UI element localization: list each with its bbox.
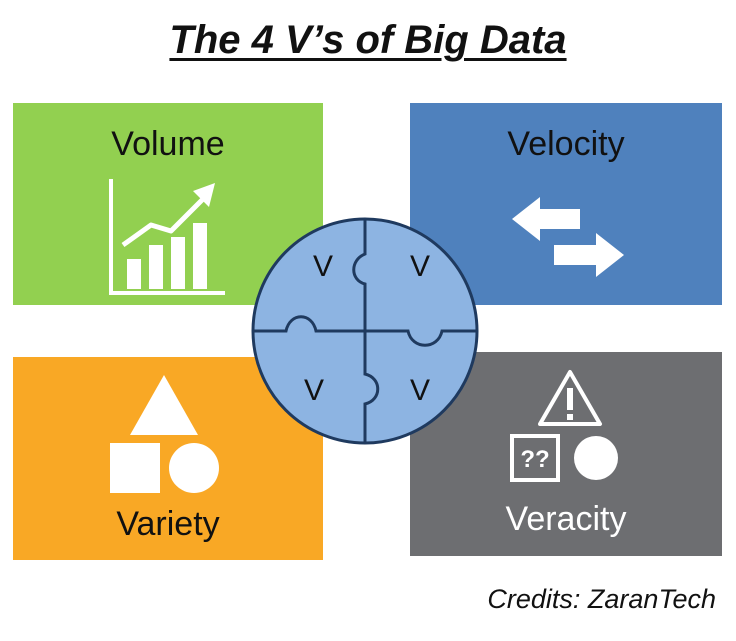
puzzle-piece-2: V	[410, 250, 430, 283]
circle-shape	[169, 443, 219, 493]
question-box-text: ??	[520, 446, 549, 473]
tile-variety-label: Variety	[116, 505, 220, 543]
growth-bar-chart-icon	[109, 179, 225, 295]
page-title: The 4 V’s of Big Data	[169, 18, 567, 62]
veracity-circle	[574, 436, 618, 480]
warning-question-icon: ??	[510, 370, 618, 482]
tile-velocity-label: Velocity	[507, 125, 625, 163]
puzzle-piece-1: V	[313, 250, 333, 283]
bidirectional-arrows-icon	[512, 197, 624, 277]
credits-text: Credits: ZaranTech	[487, 584, 716, 614]
tile-velocity: Velocity	[410, 103, 722, 305]
puzzle-piece-3: V	[304, 374, 324, 407]
puzzle-seam-horizontal	[253, 315, 477, 347]
warning-triangle	[538, 370, 602, 426]
tile-veracity: Veracity ??	[410, 352, 722, 556]
puzzle-circle: V V V V	[251, 217, 479, 445]
tile-volume-label: Volume	[111, 125, 225, 163]
shapes-icon	[110, 375, 219, 493]
question-box	[510, 434, 560, 482]
tile-volume: Volume	[13, 103, 323, 305]
puzzle-piece-4: V	[410, 374, 430, 407]
square-shape	[110, 443, 160, 493]
tile-veracity-label: Veracity	[505, 500, 627, 538]
triangle-shape	[130, 375, 198, 435]
